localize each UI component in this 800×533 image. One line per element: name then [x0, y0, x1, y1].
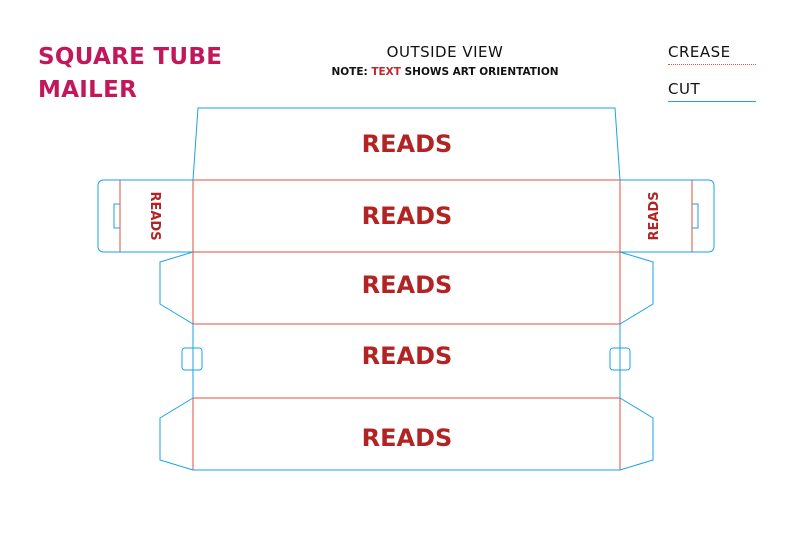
- panel-label-1: READS: [362, 130, 453, 158]
- left-lock-tab-cut: [181, 347, 203, 371]
- view-title: OUTSIDE VIEW: [386, 43, 504, 61]
- note-suffix: SHOWS ART ORIENTATION: [404, 66, 559, 78]
- legend-cut: CUT: [668, 80, 758, 102]
- cut-lines: [97, 107, 715, 471]
- crease-line-sample: [668, 64, 756, 65]
- top-panel-cut: [192, 107, 621, 181]
- title-line-2: MAILER: [38, 77, 138, 103]
- right-bottom-flap-cut: [619, 397, 654, 471]
- orientation-note: NOTE: TEXT SHOWS ART ORIENTATION: [300, 66, 590, 78]
- left-side-flap-cut: [97, 179, 193, 253]
- page-title: SQUARE TUBE MAILER: [38, 41, 222, 107]
- note-highlight: TEXT: [371, 66, 401, 78]
- left-dust-flap-cut: [159, 251, 194, 325]
- right-side-flap-cut: [620, 179, 715, 253]
- legend-crease: CREASE: [668, 43, 758, 65]
- cut-line-sample: [668, 101, 756, 102]
- panel-label-4: READS: [362, 342, 453, 370]
- right-dust-flap-cut: [619, 251, 654, 325]
- left-bottom-flap-cut: [159, 397, 194, 471]
- panel-label-3: READS: [362, 271, 453, 299]
- right-flap-label: READS: [647, 191, 662, 240]
- panel-label-5: READS: [362, 424, 453, 452]
- left-flap-notch-cut: [113, 203, 120, 229]
- right-lock-tab-cut: [609, 347, 631, 371]
- left-flap-label: READS: [147, 191, 162, 240]
- panel-label-2: READS: [362, 202, 453, 230]
- view-header: OUTSIDE VIEW NOTE: TEXT SHOWS ART ORIENT…: [300, 43, 590, 78]
- title-line-1: SQUARE TUBE: [38, 44, 223, 70]
- note-prefix: NOTE:: [331, 66, 368, 78]
- right-flap-notch-cut: [692, 203, 699, 229]
- legend-cut-label: CUT: [668, 80, 701, 98]
- legend-crease-label: CREASE: [668, 43, 731, 61]
